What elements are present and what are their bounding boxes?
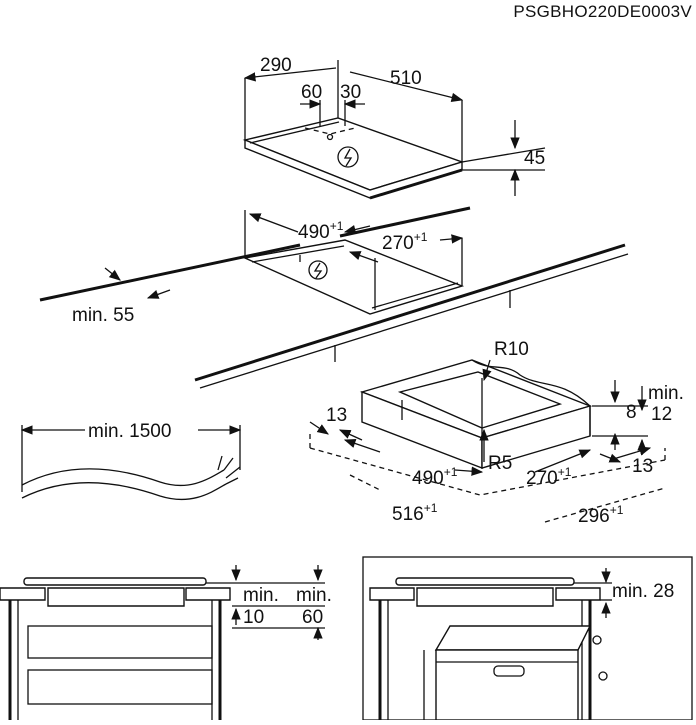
hob-depth-label: 510	[390, 68, 422, 89]
frame-dimensions: R10 R5 13 13 8 min. 12 490+1 270+1 516+1…	[309, 339, 684, 527]
hob-offset-a-label: 60	[301, 82, 322, 103]
cable-length-label: min. 1500	[88, 421, 171, 442]
frame-min-label: min.	[648, 383, 684, 404]
frame-inner-depth-label: 270+1	[526, 465, 572, 489]
frame-radius-outer-label: R10	[494, 339, 529, 360]
hob-drawing	[242, 117, 465, 200]
hob-height-label: 45	[524, 148, 545, 169]
frame-height-label: 8	[626, 402, 637, 423]
hob-front-edge	[369, 168, 463, 200]
cutout-min-edge-label: min. 55	[72, 305, 134, 326]
cable-drawing: min. 1500	[20, 421, 242, 501]
cutout-depth-label: 270+1	[382, 230, 428, 254]
hob-width-label: 290	[260, 55, 292, 76]
frame-min-value: 12	[651, 404, 672, 425]
cutout-power-symbol-icon	[308, 260, 328, 280]
install-a-min-b-label: min.	[296, 585, 332, 606]
frame-outer-width-label: 516+1	[392, 501, 438, 525]
frame-inner-width-label: 490+1	[412, 465, 458, 489]
install-a-min-a-value: 10	[243, 607, 264, 628]
frame-edge-b-label: 13	[632, 456, 653, 477]
frame-outer-depth-label: 296+1	[578, 503, 624, 527]
install-a-min-a-label: min.	[243, 585, 279, 606]
frame-radius-inner-label: R5	[488, 453, 512, 474]
install-b-min-label: min. 28	[612, 581, 674, 602]
worktop-drawing	[39, 206, 629, 389]
frame-edge-a-label: 13	[326, 405, 347, 426]
product-code: PSGBHO220DE0003V	[513, 2, 692, 21]
cutout-width-label: 490+1	[298, 219, 344, 243]
installation-b-drawing: min. 28	[362, 556, 693, 721]
install-a-min-b-value: 60	[302, 607, 323, 628]
cutout-dimensions: 490+1 270+1 min. 55	[72, 210, 464, 326]
power-symbol-icon	[337, 146, 359, 168]
hob-offset-b-label: 30	[340, 82, 361, 103]
installation-a-drawing: min. 10 min. 60	[0, 565, 332, 720]
frame-drawing	[359, 359, 593, 470]
hob-dimensions: 290 510 60 30 45	[243, 55, 545, 196]
